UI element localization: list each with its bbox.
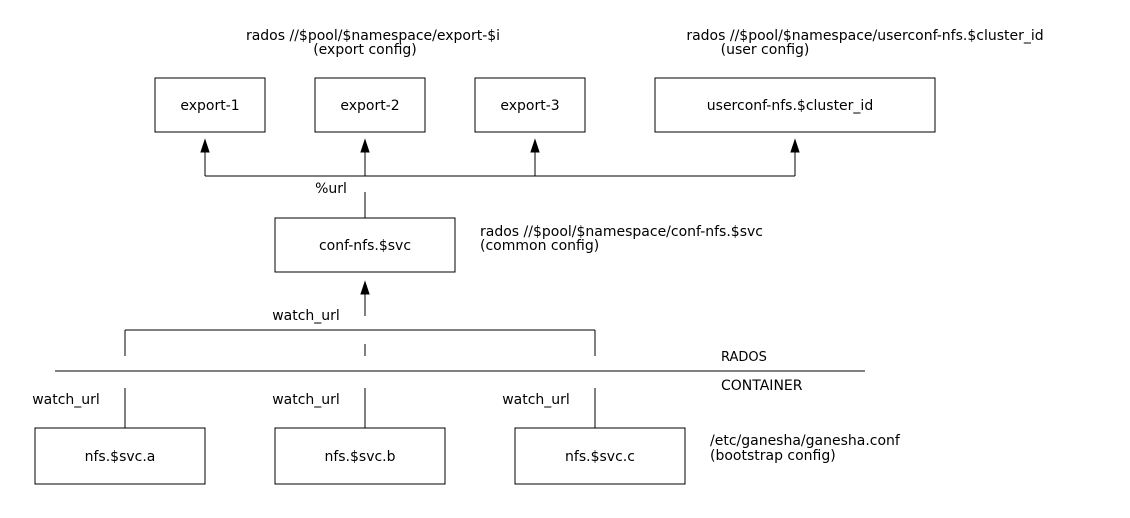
node-conf-label: conf-nfs.$svc [319, 238, 411, 254]
arrow-to-export-3 [530, 138, 540, 153]
url-edge-label: %url [315, 181, 347, 197]
node-export-1: export-1 [154, 77, 266, 133]
arrow-to-export-1 [200, 138, 210, 153]
node-svc-c: nfs.$svc.c [514, 427, 686, 485]
watch-url-conf-label: watch_url [272, 308, 340, 324]
watch-url-a-label: watch_url [32, 392, 100, 408]
conf-url-note: rados //$pool/$namespace/conf-nfs.$svc [480, 224, 763, 240]
watch-url-edges [124, 280, 596, 356]
userconf-url-note: rados //$pool/$namespace/userconf-nfs.$c… [686, 28, 1043, 44]
node-userconf: userconf-nfs.$cluster_id [654, 77, 936, 133]
export-desc-note: (export config) [313, 42, 417, 58]
node-svc-a: nfs.$svc.a [34, 427, 206, 485]
watch-url-c-label: watch_url [502, 392, 570, 408]
node-svc-b: nfs.$svc.b [274, 427, 446, 485]
node-export-2: export-2 [314, 77, 426, 133]
node-export-2-label: export-2 [340, 98, 399, 114]
node-userconf-label: userconf-nfs.$cluster_id [707, 98, 873, 114]
zone-container-label: CONTAINER [721, 378, 803, 394]
node-svc-a-label: nfs.$svc.a [85, 449, 156, 465]
node-export-3: export-3 [474, 77, 586, 133]
bootstrap-path-note: /etc/ganesha/ganesha.conf [710, 433, 901, 449]
watch-url-b-label: watch_url [272, 392, 340, 408]
node-export-1-label: export-1 [180, 98, 239, 114]
bootstrap-desc-note: (bootstrap config) [710, 448, 836, 464]
export-url-note: rados //$pool/$namespace/export-$i [246, 28, 500, 44]
conf-desc-note: (common config) [480, 238, 599, 254]
url-edges [200, 138, 800, 218]
arrow-to-userconf [790, 138, 800, 153]
container-edges [124, 388, 596, 428]
zone-rados-label: RADOS [721, 350, 767, 365]
node-conf: conf-nfs.$svc [274, 217, 456, 273]
node-export-3-label: export-3 [500, 98, 559, 114]
userconf-desc-note: (user config) [721, 42, 810, 58]
arrow-to-export-2 [360, 138, 370, 153]
node-svc-b-label: nfs.$svc.b [324, 449, 395, 465]
node-svc-c-label: nfs.$svc.c [565, 449, 635, 465]
arrow-to-conf [360, 280, 370, 295]
